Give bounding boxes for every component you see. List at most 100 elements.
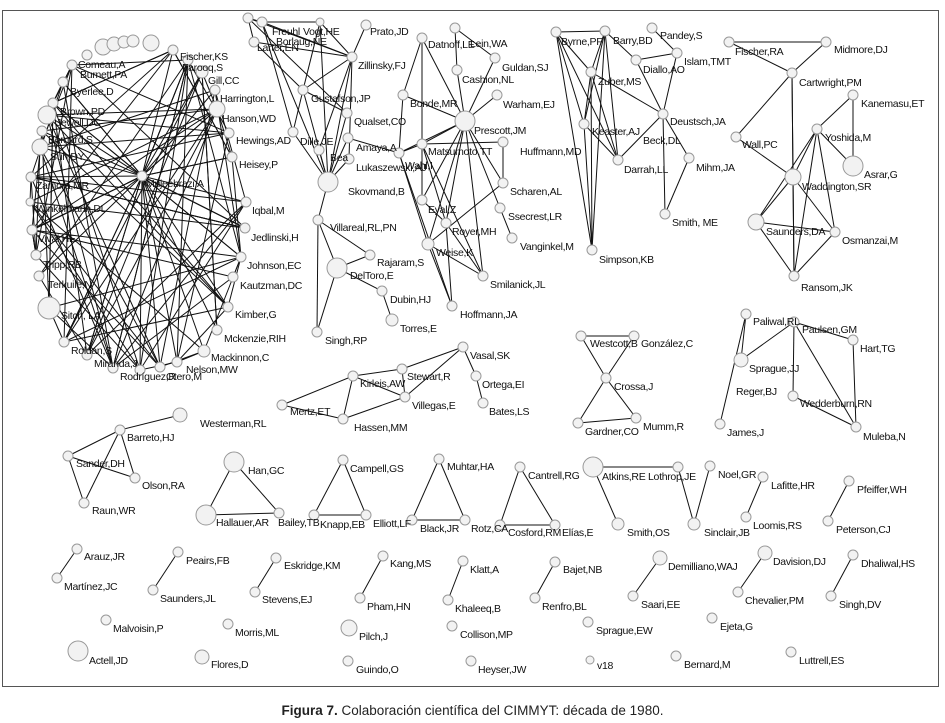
node-label: Flores,D — [211, 659, 249, 671]
edge — [583, 123, 619, 161]
node-circle — [585, 655, 595, 665]
node-label: Saunders,DA — [766, 226, 825, 238]
edge — [46, 108, 218, 116]
node-label: Cashion,NL — [462, 74, 514, 86]
node-label: Hassen,MM — [354, 422, 407, 434]
node-circle — [477, 397, 489, 409]
node-circle — [787, 390, 799, 402]
edge — [39, 146, 143, 177]
node-label: Osmanzai,M — [842, 235, 898, 247]
edge — [792, 176, 836, 233]
node-label: Peairs,FB — [186, 555, 230, 567]
node-circle — [704, 460, 716, 472]
edge — [141, 175, 218, 331]
node-label: Actell,JD — [89, 655, 128, 667]
node-circle — [786, 67, 798, 79]
node-label: Burnett,PA — [80, 69, 127, 81]
edge — [35, 175, 143, 256]
node-label: Westerman,RL — [200, 418, 267, 430]
edge — [139, 175, 143, 371]
node-circle — [239, 222, 251, 234]
edge — [555, 31, 593, 251]
node-circle — [820, 36, 832, 48]
edge — [445, 222, 484, 277]
node-circle — [287, 126, 299, 138]
node-label: Crossa,J — [614, 381, 653, 393]
node-circle — [416, 194, 428, 206]
node-circle — [470, 370, 482, 382]
node-label: Borlaug,NE — [276, 36, 327, 48]
edge — [29, 201, 205, 352]
node-label: Gustafson,JP — [311, 93, 371, 105]
edge — [740, 321, 795, 361]
node-label: Wahl,I — [405, 160, 433, 172]
node-circle — [78, 497, 90, 509]
edge — [71, 59, 189, 66]
edges — [29, 17, 857, 601]
edge — [735, 72, 793, 138]
edge — [605, 377, 637, 419]
node-label: Fischer,KS — [180, 51, 228, 63]
node-label: Tripp,RB — [43, 259, 82, 271]
node-circle — [612, 154, 624, 166]
edge — [401, 346, 464, 370]
edge — [214, 89, 242, 258]
node-label: Weise,K — [436, 247, 473, 259]
edge — [63, 256, 242, 343]
edge — [464, 57, 496, 122]
node-label: Ejeta,G — [720, 621, 753, 633]
node-circle — [66, 59, 78, 71]
edge — [86, 71, 203, 356]
node-circle — [347, 370, 359, 382]
edge — [52, 102, 143, 177]
node-circle — [393, 147, 405, 159]
edge — [827, 480, 850, 522]
edge — [35, 254, 141, 371]
node-label: Demilliano,WAJ — [668, 561, 738, 573]
edge — [662, 113, 690, 159]
node-label: Lein,WA — [470, 38, 507, 50]
node-circle — [657, 108, 669, 120]
node-circle — [227, 271, 239, 283]
node-circle — [747, 213, 765, 231]
node-label: Elías,E — [562, 527, 593, 539]
edge — [141, 175, 205, 352]
node-circle — [646, 22, 658, 34]
edge — [447, 560, 464, 601]
edge — [112, 276, 234, 369]
node-label: Torres,E — [400, 323, 437, 335]
node-circle — [129, 472, 141, 484]
node-circle — [326, 257, 348, 279]
node-circle — [208, 100, 226, 118]
node-label: Amaya,A — [356, 142, 397, 154]
edge — [398, 152, 453, 307]
edge — [427, 120, 466, 245]
node-label: Zillinsky,FJ — [358, 60, 406, 72]
node-circle — [126, 34, 140, 48]
edge — [427, 243, 484, 277]
edge — [359, 555, 384, 599]
edge — [30, 176, 247, 203]
edge — [48, 102, 54, 309]
edge — [62, 81, 143, 177]
node-label: Hanson,WD — [222, 113, 277, 125]
node-circle — [341, 107, 353, 119]
node-circle — [197, 344, 211, 358]
edge — [555, 31, 619, 161]
edge — [141, 175, 161, 368]
node-label: Vasal,SK — [470, 350, 510, 362]
figure-frame — [2, 10, 939, 687]
edge — [29, 201, 246, 229]
node-circle — [477, 270, 489, 282]
node-circle — [114, 424, 126, 436]
node-label: Cantrell,RG — [528, 470, 580, 482]
node-label: Villareal,RL,PN — [330, 222, 397, 234]
node-circle — [240, 196, 252, 208]
node-label: Smilanick,JL — [490, 279, 546, 291]
node-label: Campell,GS — [350, 463, 404, 475]
node-label: Huffmann,MD — [520, 146, 582, 158]
node-circle — [354, 592, 366, 604]
edge — [755, 176, 794, 223]
edge — [402, 94, 466, 122]
node-label: Westcott,B — [590, 338, 638, 350]
